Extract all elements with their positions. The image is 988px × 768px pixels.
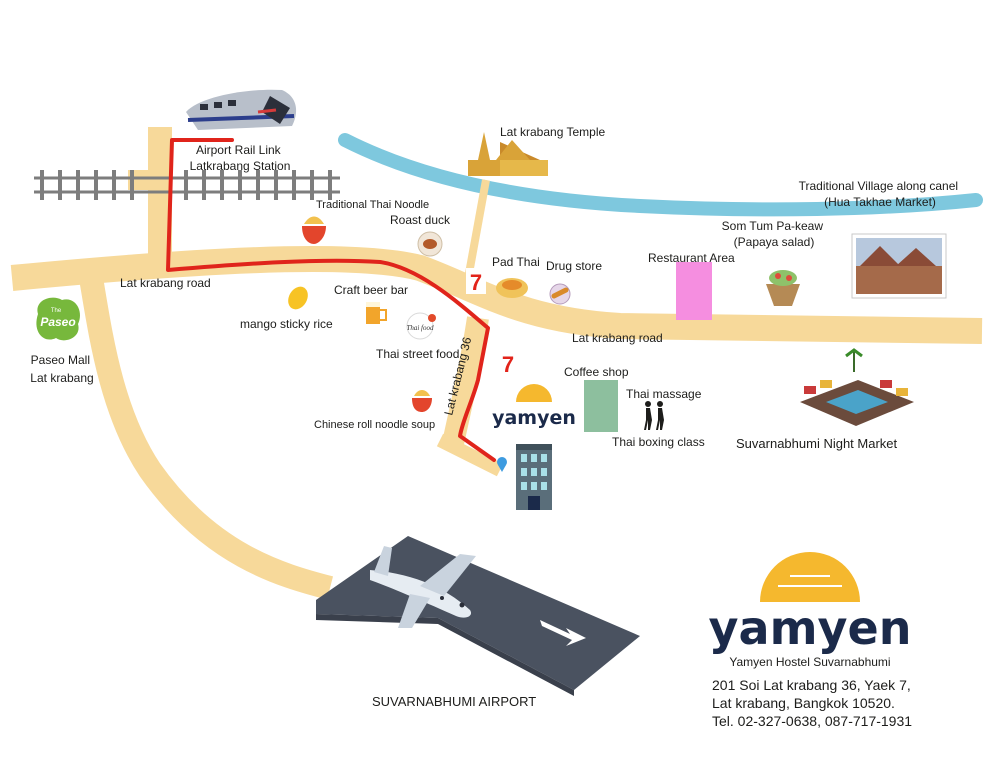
noodle-bowl-icon [302,216,326,244]
svg-text:The: The [51,308,62,314]
roads [10,127,983,600]
svg-text:7: 7 [470,270,482,295]
street-food-icon: Thai food [406,312,436,340]
railway [34,170,340,200]
som-tum-label: Som Tum Pa-keaw (Papaya salad) [722,219,827,249]
night-market-label: Suvarnabhumi Night Market [736,436,898,451]
hostel-name: Yamyen Hostel Suvarnabhumi [729,655,890,669]
noodle-label: Traditional Thai Noodle [316,199,429,211]
paseo-label: Paseo Mall Lat krabang [30,353,93,385]
road-label-west: Lat krabang road [120,276,211,290]
mango-sticky-rice-label: mango sticky rice [240,317,333,331]
restaurant-area-label: Restaurant Area [648,251,735,265]
seven-eleven-icon-north: 7 [466,268,486,295]
village-photo-icon [851,233,947,299]
svg-text:7: 7 [502,352,514,377]
svg-text:Thai food: Thai food [406,324,434,332]
hostel-phone: Tel. 02-327-0638, 087-717-1931 [712,713,912,729]
thai-boxing-label: Thai boxing class [612,435,705,449]
craft-beer-label: Craft beer bar [334,283,408,297]
location-pin-icon [497,457,507,472]
airplane-icon [370,546,476,628]
roll-noodle-label: Chinese roll noodle soup [314,419,435,431]
pad-thai-icon [496,278,528,298]
thai-massage-label: Thai massage [626,387,702,401]
beer-icon [366,302,387,324]
canal [338,133,983,217]
soi-yaek-7 [436,433,504,477]
map-hostel-logo: yamyen [492,384,576,429]
street-food-label: Thai street food [376,347,459,361]
night-market-icon [800,348,914,426]
roast-duck-icon [417,231,443,257]
papaya-salad-icon [766,270,800,306]
hostel-address: 201 Soi Lat krabang 36, Yaek 7, Lat krab… [712,677,915,729]
drug-store-label: Drug store [546,259,602,273]
restaurant-area-block [676,262,712,320]
temple-label: Lat krabang Temple [500,125,606,139]
pad-thai-label: Pad Thai [492,255,540,269]
airport-label: SUVARNABHUMI AIRPORT [372,694,536,709]
hostel-building-icon [516,444,552,510]
soi-lat-krabang-36 [441,316,489,451]
coffee-shop-block [584,380,618,432]
station-label: Airport Rail Link Latkrabang Station [190,143,291,173]
roast-duck-label: Roast duck [390,213,451,227]
coffee-shop-label: Coffee shop [564,365,629,379]
svg-text:yamyen: yamyen [709,601,912,655]
svg-text:Paseo: Paseo [40,315,75,329]
mango-icon [288,286,308,310]
boxing-icon [644,401,664,430]
pill-icon [549,283,571,305]
train-icon [186,89,297,130]
roll-noodle-icon [412,390,432,412]
road-label-east: Lat krabang road [572,331,663,345]
village-label: Traditional Village along canel (Hua Tak… [799,179,962,209]
temple-icon [468,132,548,176]
hostel-logo: yamyen [709,552,912,655]
walking-route [166,138,496,462]
seven-eleven-icon-soi: 7 [498,350,518,377]
airport-road [78,269,334,600]
paseo-logo-icon: The Paseo [36,297,81,341]
svg-text:yamyen: yamyen [492,407,576,429]
